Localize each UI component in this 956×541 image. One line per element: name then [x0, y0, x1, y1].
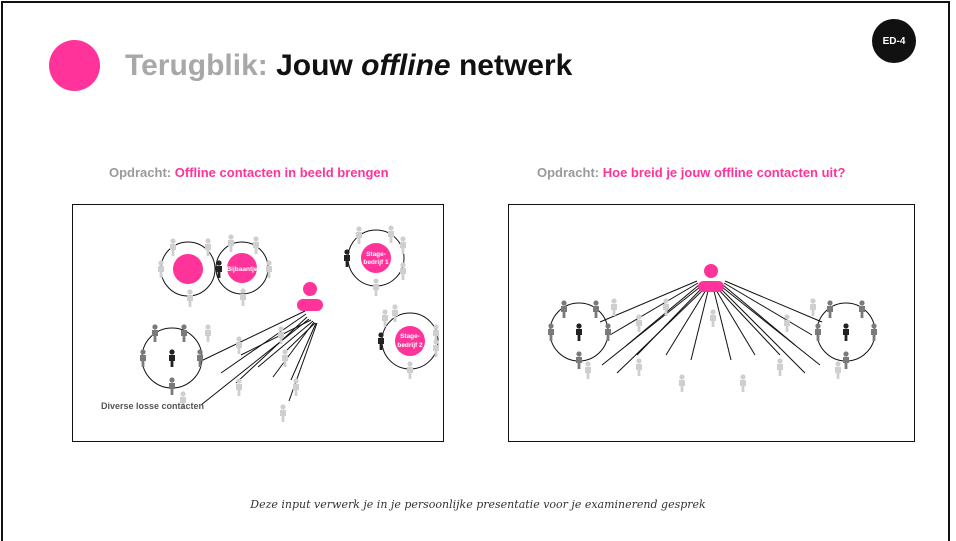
scattered-contacts-caption: Diverse losse contacten	[101, 401, 204, 411]
left-network-panel: Bijbaantje Stage- bedrijf 1 Stage- bedri…	[72, 204, 444, 442]
title-dot-icon	[49, 40, 100, 91]
page-title: Terugblik: Jouw offline netwerk	[125, 49, 572, 83]
bijbaantje-label: Bijbaantje	[226, 266, 257, 273]
title-italic: offline	[361, 49, 451, 82]
left-assignment-label: Opdracht:	[109, 165, 172, 180]
central-person-icon	[297, 282, 323, 311]
connection-lines	[599, 280, 823, 374]
right-network-diagram	[548, 264, 877, 392]
stage1-label-2: bedrijf 1	[363, 259, 389, 266]
title-suffix: netwerk	[458, 49, 573, 82]
stage2-label-1: Stage-	[400, 333, 420, 340]
connection-lines	[200, 310, 318, 406]
left-network-diagram: Bijbaantje Stage- bedrijf 1 Stage- bedri…	[101, 225, 439, 422]
slide-badge: ED-4	[872, 19, 916, 63]
title-prefix: Terugblik:	[125, 49, 268, 82]
central-person-icon	[698, 264, 724, 292]
pink-node	[173, 254, 203, 284]
stage1-label-1: Stage-	[366, 251, 386, 258]
contacts-light	[158, 225, 439, 422]
title-main: Jouw	[276, 49, 353, 82]
footer-note: Deze input verwerk je in je persoonlijke…	[250, 498, 706, 511]
stage2-label-2: bedrijf 2	[397, 342, 423, 349]
right-assignment-label: Opdracht:	[537, 165, 600, 180]
pink-node	[395, 326, 425, 356]
left-assignment-text: Offline contacten in beeld brengen	[174, 165, 389, 180]
pink-node	[361, 243, 391, 273]
pink-node	[227, 253, 257, 283]
right-assignment: Opdracht: Hoe breid je jouw offline cont…	[537, 165, 845, 180]
right-network-panel	[508, 204, 915, 442]
left-assignment: Opdracht: Offline contacten in beeld bre…	[109, 165, 389, 180]
right-assignment-text: Hoe breid je jouw offline contacten uit?	[602, 165, 846, 180]
